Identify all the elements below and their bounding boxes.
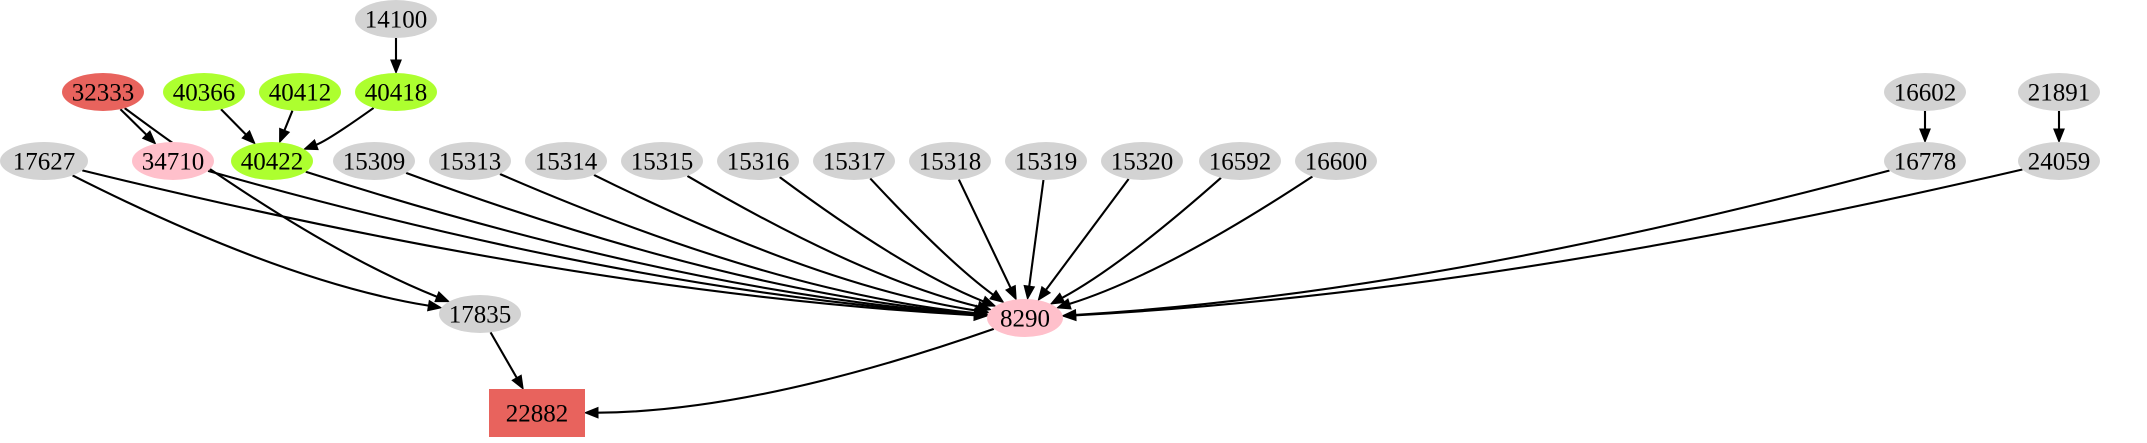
arrowhead-32333-to-17835 bbox=[434, 291, 451, 303]
edge-layer bbox=[72, 37, 2065, 419]
arrowhead-16600-to-8290 bbox=[1055, 298, 1072, 310]
graph-node-15309[interactable]: 15309 bbox=[333, 142, 415, 180]
graph-node-40422[interactable]: 40422 bbox=[231, 142, 313, 180]
node-ellipse-8290[interactable] bbox=[987, 299, 1063, 337]
node-ellipse-16778[interactable] bbox=[1884, 142, 1966, 180]
graph-node-21891[interactable]: 21891 bbox=[2018, 73, 2100, 111]
node-ellipse-40366[interactable] bbox=[163, 73, 245, 111]
node-ellipse-17627[interactable] bbox=[0, 142, 88, 180]
edge-15316-to-8290 bbox=[779, 176, 984, 303]
graph-node-15318[interactable]: 15318 bbox=[909, 142, 991, 180]
arrowhead-15317-to-8290 bbox=[989, 289, 1005, 304]
edge-15318-to-8290 bbox=[957, 179, 1012, 289]
node-ellipse-40418[interactable] bbox=[355, 73, 437, 111]
arrowhead-15320-to-8290 bbox=[1037, 285, 1052, 302]
node-ellipse-15318[interactable] bbox=[909, 142, 991, 180]
graph-node-24059[interactable]: 24059 bbox=[2018, 142, 2100, 180]
edge-17627-to-17835 bbox=[72, 174, 429, 307]
edge-15309-to-8290 bbox=[405, 171, 975, 315]
node-layer: 14100 32333 40366 40412 40418 16602 21891 17627… bbox=[0, 0, 2100, 437]
node-ellipse-17835[interactable] bbox=[439, 295, 521, 333]
edge-16600-to-8290 bbox=[1069, 175, 1313, 305]
node-ellipse-15316[interactable] bbox=[717, 142, 799, 180]
edge-15313-to-8290 bbox=[499, 173, 975, 315]
edge-40422-to-8290 bbox=[305, 170, 975, 316]
graph-node-17835[interactable]: 17835 bbox=[439, 295, 521, 333]
graph-node-8290[interactable]: 8290 bbox=[987, 299, 1063, 337]
arrowhead-15319-to-8290 bbox=[1023, 284, 1036, 301]
graph-node-16600[interactable]: 16600 bbox=[1295, 142, 1377, 180]
node-ellipse-21891[interactable] bbox=[2018, 73, 2100, 111]
graph-node-34710[interactable]: 34710 bbox=[132, 142, 214, 180]
edge-15315-to-8290 bbox=[686, 175, 979, 308]
graph-node-40412[interactable]: 40412 bbox=[259, 73, 341, 111]
node-ellipse-15315[interactable] bbox=[621, 142, 703, 180]
node-ellipse-34710[interactable] bbox=[132, 142, 214, 180]
edge-40418-to-40422 bbox=[315, 107, 375, 146]
graph-node-15317[interactable]: 15317 bbox=[813, 142, 895, 180]
graph-node-40366[interactable]: 40366 bbox=[163, 73, 245, 111]
graph-node-15314[interactable]: 15314 bbox=[525, 142, 607, 180]
edge-15319-to-8290 bbox=[1028, 179, 1045, 287]
edge-17627-to-8290 bbox=[82, 169, 975, 317]
arrowhead-14100-to-40418 bbox=[390, 59, 402, 75]
edge-24059-to-8290 bbox=[1075, 168, 2023, 317]
arrowhead-8290-to-22882 bbox=[583, 406, 599, 419]
graph-node-17627[interactable]: 17627 bbox=[0, 142, 88, 180]
edge-17835-to-22882 bbox=[489, 331, 518, 379]
edge-16778-to-8290 bbox=[1075, 169, 1890, 316]
graph-node-32333[interactable]: 32333 bbox=[62, 73, 144, 111]
edge-8290-to-22882 bbox=[597, 327, 995, 414]
edge-40412-to-40422 bbox=[283, 110, 294, 131]
graph-node-22882[interactable]: 22882 bbox=[489, 389, 585, 437]
graph-node-15316[interactable]: 15316 bbox=[717, 142, 799, 180]
node-ellipse-15320[interactable] bbox=[1101, 142, 1183, 180]
node-ellipse-15314[interactable] bbox=[525, 142, 607, 180]
graph-node-15319[interactable]: 15319 bbox=[1005, 142, 1087, 180]
node-ellipse-15313[interactable] bbox=[429, 142, 511, 180]
node-box-22882[interactable] bbox=[489, 389, 585, 437]
edge-15317-to-8290 bbox=[869, 177, 994, 296]
edge-34710-to-8290 bbox=[207, 169, 975, 316]
node-ellipse-16592[interactable] bbox=[1199, 142, 1281, 180]
graph-node-15315[interactable]: 15315 bbox=[621, 142, 703, 180]
arrowhead-17627-to-17835 bbox=[427, 299, 443, 312]
graph-node-15313[interactable]: 15313 bbox=[429, 142, 511, 180]
arrowhead-16602-to-16778 bbox=[1919, 128, 1931, 144]
node-ellipse-14100[interactable] bbox=[355, 0, 437, 38]
edge-15320-to-8290 bbox=[1045, 178, 1130, 291]
arrowhead-40412-to-40422 bbox=[279, 127, 291, 144]
node-ellipse-32333[interactable] bbox=[62, 73, 144, 111]
graph-node-16778[interactable]: 16778 bbox=[1884, 142, 1966, 180]
arrowhead-40418-to-40422 bbox=[302, 138, 319, 151]
node-ellipse-15317[interactable] bbox=[813, 142, 895, 180]
edge-15314-to-8290 bbox=[593, 173, 976, 312]
node-ellipse-40422[interactable] bbox=[231, 142, 313, 180]
node-ellipse-15319[interactable] bbox=[1005, 142, 1087, 180]
edge-40366-to-40422 bbox=[220, 108, 247, 136]
graph-node-16602[interactable]: 16602 bbox=[1884, 73, 1966, 111]
edge-16592-to-8290 bbox=[1061, 177, 1222, 299]
node-ellipse-15309[interactable] bbox=[333, 142, 415, 180]
arrowhead-17835-to-22882 bbox=[511, 374, 524, 391]
node-ellipse-16600[interactable] bbox=[1295, 142, 1377, 180]
arrowhead-15316-to-8290 bbox=[980, 295, 997, 307]
arrowhead-24059-to-8290 bbox=[1061, 309, 1077, 322]
graph-node-40418[interactable]: 40418 bbox=[355, 73, 437, 111]
graph-node-16592[interactable]: 16592 bbox=[1199, 142, 1281, 180]
arrowhead-16592-to-8290 bbox=[1049, 292, 1066, 305]
arrowhead-32333-to-34710 bbox=[141, 130, 157, 145]
node-ellipse-16602[interactable] bbox=[1884, 73, 1966, 111]
node-ellipse-40412[interactable] bbox=[259, 73, 341, 111]
graph-node-14100[interactable]: 14100 bbox=[355, 0, 437, 38]
arrowhead-21891-to-24059 bbox=[2053, 128, 2065, 144]
arrowhead-40366-to-40422 bbox=[241, 129, 256, 145]
arrowhead-15318-to-8290 bbox=[1004, 284, 1017, 301]
node-ellipse-24059[interactable] bbox=[2018, 142, 2100, 180]
edge-32333-to-34710 bbox=[119, 108, 148, 136]
graph-node-15320[interactable]: 15320 bbox=[1101, 142, 1183, 180]
